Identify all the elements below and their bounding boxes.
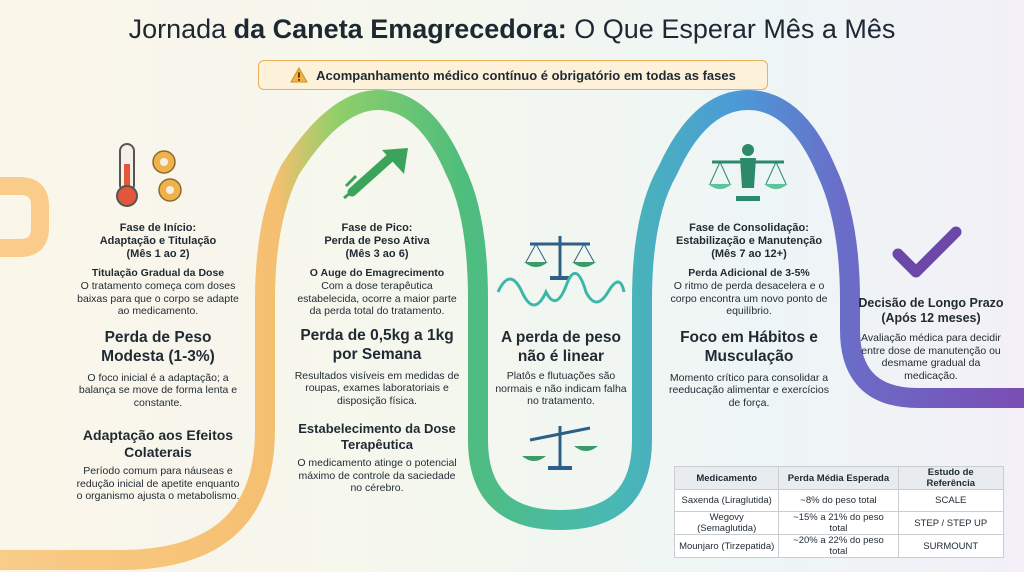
- table-cell: ~8% do peso total: [778, 489, 899, 512]
- table-cell: Wegovy (Semaglutida): [673, 511, 780, 535]
- table-cell: Mounjaro (Tirzepatida): [673, 534, 780, 558]
- scale-icon: [524, 236, 596, 280]
- table-row: Mounjaro (Tirzepatida) ~20% a 22% do pes…: [673, 534, 1004, 558]
- phase2-desc3: O medicamento atinge o potencial máximo …: [297, 457, 457, 494]
- phase2-column: Fase de Pico: Perda de Peso Ativa (Mês 3…: [294, 222, 460, 495]
- phase3-desc: O ritmo de perda desacelera e o corpo en…: [670, 280, 828, 317]
- phase2-desc2: Resultados visíveis em medidas de roupas…: [294, 369, 460, 407]
- phase1-desc: O tratamento começa com doses baixas par…: [77, 280, 239, 317]
- phase3-desc2: Momento crítico para consolidar a reeduc…: [669, 371, 829, 409]
- phase1-big: Perda de Peso Modesta (1-3%): [101, 328, 215, 365]
- phase3-column: Fase de Consolidação: Estabilização e Ma…: [664, 222, 834, 409]
- wave-line-icon: [496, 272, 626, 307]
- page-title: Jornada da Caneta Emagrecedora: O Que Es…: [128, 14, 896, 44]
- decision-desc: Avaliação médica para decidir entre dose…: [861, 332, 1001, 382]
- decision-title: Decisão de Longo Prazo (Após 12 meses): [858, 296, 1004, 325]
- phase1-header: Fase de Início: Adaptação e Titulação (M…: [99, 222, 217, 260]
- phase2-big: Perda de 0,5kg a 1kg por Semana: [300, 326, 454, 363]
- tilted-scale-icon: [522, 426, 598, 470]
- phase1-desc2: O foco inicial é a adaptação; a balança …: [78, 371, 238, 409]
- phase1-desc3: Período comum para náuseas e redução ini…: [76, 465, 240, 502]
- decision-column: Decisão de Longo Prazo (Após 12 meses) A…: [856, 296, 1006, 382]
- table-cell: STEP / STEP UP: [897, 511, 1004, 535]
- phase2-big2: Estabelecimento da Dose Terapêutica: [298, 421, 456, 452]
- table-cell: SCALE: [897, 489, 1004, 512]
- table-header: Perda Média Esperada: [778, 466, 899, 490]
- table-cell: Saxenda (Liraglutida): [673, 489, 780, 512]
- balance-person-icon: [708, 144, 788, 201]
- phase3-big: Foco em Hábitos e Musculação: [680, 328, 818, 365]
- table-header: Medicamento: [673, 466, 780, 490]
- thermometer-gears-icon: [116, 143, 182, 207]
- table-header: Estudo de Referência: [897, 466, 1004, 490]
- medication-table: Medicamento Perda Média Esperada Estudo …: [673, 466, 1004, 558]
- phase1-subtitle: Titulação Gradual da Dose: [91, 267, 225, 279]
- phase3-subtitle: Perda Adicional de 3-5%: [688, 267, 810, 279]
- nonlinear-desc: Platôs e flutuações são normais e não in…: [495, 370, 627, 407]
- phase2-subtitle: O Auge do Emagrecimento: [309, 267, 445, 279]
- phase3-header: Fase de Consolidação: Estabilização e Ma…: [675, 222, 823, 260]
- phase2-header: Fase de Pico: Perda de Peso Ativa (Mês 3…: [324, 222, 430, 260]
- table-row: Wegovy (Semaglutida) ~15% a 21% do peso …: [673, 511, 1004, 535]
- checkmark-icon: [892, 226, 962, 278]
- phase1-big2: Adaptação aos Efeitos Colaterais: [82, 427, 234, 460]
- table-cell: SURMOUNT: [897, 534, 1004, 558]
- phase2-desc: Com a dose terapêutica estabelecida, oco…: [297, 280, 457, 317]
- rocket-arrow-icon: [343, 148, 408, 200]
- phase1-column: Fase de Início: Adaptação e Titulação (M…: [74, 222, 242, 503]
- table-cell: ~20% a 22% do peso total: [778, 534, 899, 558]
- warning-icon: [290, 67, 308, 83]
- table-row: Saxenda (Liraglutida) ~8% do peso total …: [673, 489, 1004, 512]
- table-header-row: Medicamento Perda Média Esperada Estudo …: [673, 466, 1004, 490]
- table-cell: ~15% a 21% do peso total: [778, 511, 899, 535]
- middle-column: A perda de peso não é linear Platôs e fl…: [494, 328, 628, 408]
- warning-banner: Acompanhamento médico contínuo é obrigat…: [258, 60, 768, 90]
- nonlinear-title: A perda de peso não é linear: [500, 329, 621, 365]
